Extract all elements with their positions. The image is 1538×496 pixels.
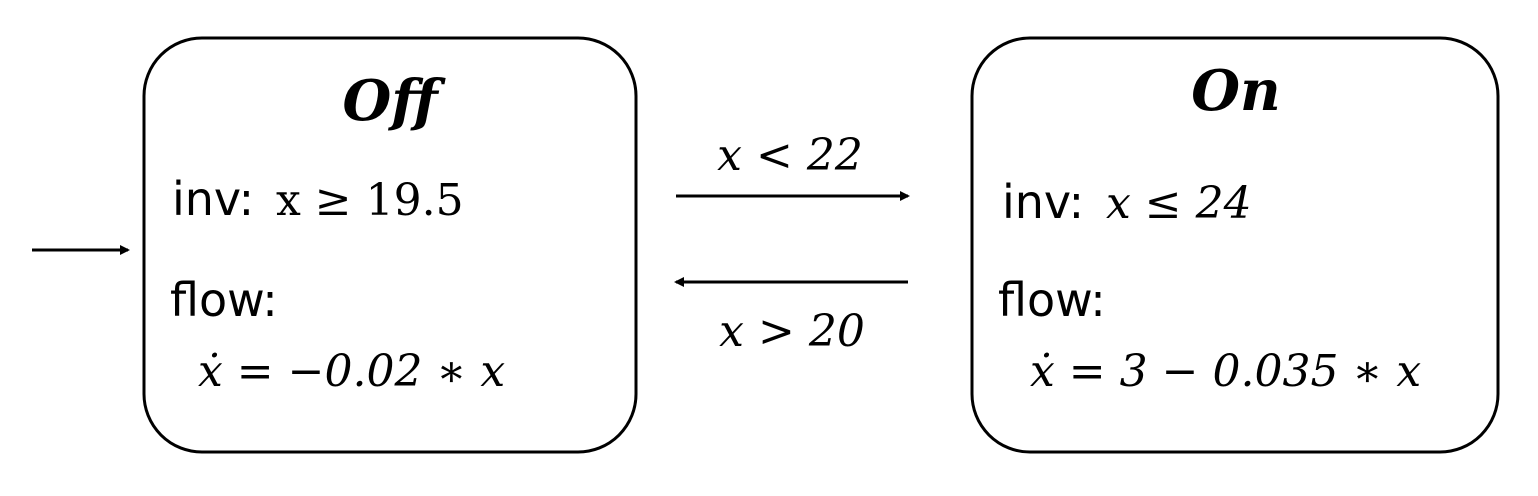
state-off-title: Off <box>342 68 446 134</box>
state-off-flow-expr: ẋ = −0.02 ∗ x <box>198 346 505 397</box>
state-off: Off inv: x ≥ 19.5 flow: ẋ = −0.02 ∗ x <box>142 36 638 454</box>
state-on-flow-label: flow: <box>998 273 1106 327</box>
state-on-box <box>970 36 1500 454</box>
state-on-inv-label: inv: <box>1002 175 1084 229</box>
transition-off-to-on-guard: x < 22 <box>717 130 863 181</box>
state-off-inv-expr: x ≥ 19.5 <box>276 175 464 226</box>
state-on-title: On <box>1191 58 1281 124</box>
state-on-inv-expr: x ≤ 24 <box>1106 178 1252 229</box>
state-on-flow-expr: ẋ = 3 − 0.035 ∗ x <box>1030 346 1421 397</box>
state-on: On inv: x ≤ 24 flow: ẋ = 3 − 0.035 ∗ x <box>970 36 1500 454</box>
state-off-flow-label: flow: <box>170 273 278 327</box>
transition-on-to-off: x > 20 <box>674 277 908 357</box>
transition-on-to-off-guard: x > 20 <box>719 306 865 357</box>
transition-off-to-on: x < 22 <box>676 130 910 201</box>
state-off-box <box>142 36 638 454</box>
state-off-inv-label: inv: <box>172 172 254 226</box>
